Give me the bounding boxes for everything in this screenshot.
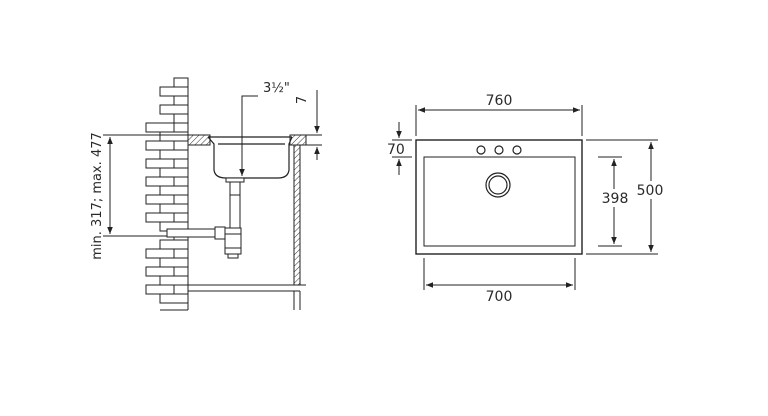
tap-hole-icon [476, 145, 486, 155]
tap-ledge-dimension [392, 122, 412, 175]
sink-outer-outline [415, 139, 583, 255]
bowl-width-label: 700 [486, 289, 513, 305]
overall-width-label: 760 [486, 93, 513, 109]
drain-siphon [166, 177, 245, 259]
overall-width-dimension [415, 105, 583, 136]
sink-bowl [207, 136, 293, 179]
tap-ledge-label: 70 [387, 142, 405, 158]
bowl-depth-label: 398 [602, 191, 629, 207]
overall-depth-label-bg [633, 181, 667, 199]
sink-bowl-outline [423, 156, 576, 247]
mount-height-label: min. 317; max. 477 [90, 132, 105, 260]
mount-height-dimension [103, 134, 188, 237]
overall-depth-label: 500 [637, 183, 664, 199]
bowl-depth-label-bg [597, 189, 633, 207]
drain-size-label: 3½" [263, 81, 290, 96]
side-view: 3½" 7 min. 317; max. 477 [90, 77, 322, 311]
tap-holes [476, 145, 522, 155]
drain-icon [485, 172, 511, 198]
cabinet [188, 144, 306, 310]
tap-hole-icon [494, 145, 504, 155]
rim-thickness-label: 7 [295, 96, 310, 104]
drain-callout: 3½" [239, 81, 290, 176]
rim-thickness-dimension [306, 90, 322, 160]
tap-hole-icon [512, 145, 522, 155]
bowl-width-dimension [423, 258, 576, 290]
brick-wall [145, 77, 189, 311]
top-view: 760 700 70 398 500 [387, 93, 667, 305]
